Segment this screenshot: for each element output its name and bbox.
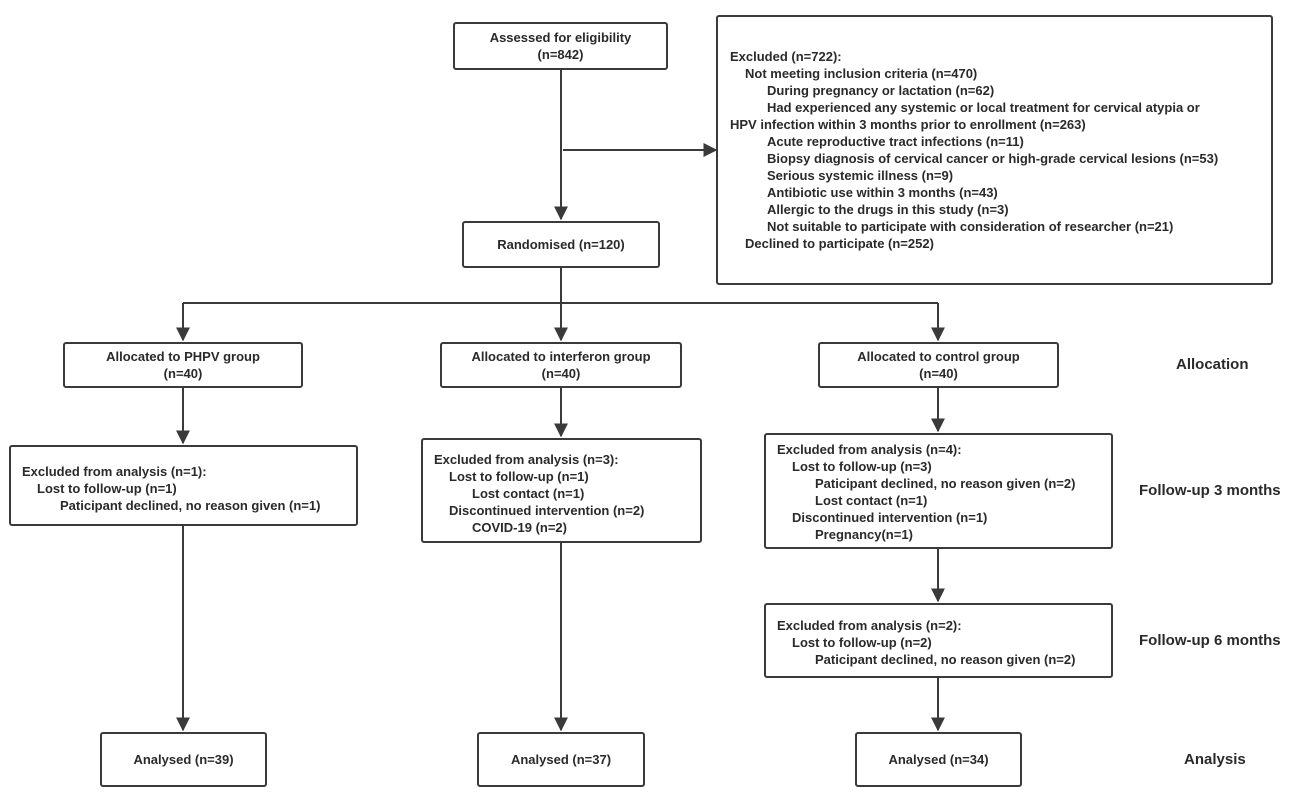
assessed-title: Assessed for eligibility: [489, 30, 632, 45]
excluded-antibiotic: Antibiotic use within 3 months (n=43): [767, 185, 998, 200]
followup3-interferon-covid: COVID-19 (n=2): [472, 520, 567, 535]
excluded-systemic-illness: Serious systemic illness (n=9): [767, 168, 954, 183]
followup3-control-box: Excluded from analysis (n=4): Lost to fo…: [764, 433, 1113, 549]
excluded-total: Excluded (n=722):: [730, 49, 842, 64]
randomised-box: Randomised (n=120): [462, 221, 660, 268]
analysed-control-box: Analysed (n=34): [855, 732, 1022, 787]
analysed-phpv-label: Analysed (n=39): [133, 752, 234, 767]
excluded-biopsy: Biopsy diagnosis of cervical cancer or h…: [767, 151, 1219, 166]
stage-label-allocation: Allocation: [1176, 356, 1249, 373]
excluded-declined: Declined to participate (n=252): [745, 236, 934, 251]
followup3-phpv-box: Excluded from analysis (n=1): Lost to fo…: [9, 445, 358, 526]
followup3-phpv-declined: Paticipant declined, no reason given (n=…: [60, 498, 321, 513]
followup6-control-excluded: Excluded from analysis (n=2):: [777, 618, 962, 633]
stage-label-followup-3-months: Follow-up 3 months: [1139, 482, 1281, 499]
excluded-prior-treatment-line2: HPV infection within 3 months prior to e…: [730, 117, 1086, 132]
analysed-control-label: Analysed (n=34): [888, 752, 989, 767]
followup3-control-discontinued: Discontinued intervention (n=1): [792, 510, 988, 525]
followup3-phpv-excluded: Excluded from analysis (n=1):: [22, 464, 207, 479]
excluded-pregnancy: During pregnancy or lactation (n=62): [767, 83, 995, 98]
allocation-interferon-box: Allocated to interferon group (n=40): [440, 342, 682, 388]
followup3-interferon-lost-contact: Lost contact (n=1): [472, 486, 585, 501]
followup6-control-lost: Lost to follow-up (n=2): [792, 635, 932, 650]
followup3-interferon-box: Excluded from analysis (n=3): Lost to fo…: [421, 438, 702, 543]
analysed-phpv-box: Analysed (n=39): [100, 732, 267, 787]
excluded-box: Excluded (n=722): Not meeting inclusion …: [716, 15, 1273, 285]
assessed-box: Assessed for eligibility (n=842): [453, 22, 668, 70]
excluded-not-meeting-criteria: Not meeting inclusion criteria (n=470): [745, 66, 978, 81]
followup3-control-excluded: Excluded from analysis (n=4):: [777, 442, 962, 457]
followup3-interferon-lost: Lost to follow-up (n=1): [449, 469, 589, 484]
randomised-title: Randomised (n=120): [497, 237, 625, 252]
stage-label-analysis: Analysis: [1184, 751, 1246, 768]
followup3-control-lost-contact: Lost contact (n=1): [815, 493, 928, 508]
followup3-control-lost: Lost to follow-up (n=3): [792, 459, 932, 474]
allocation-control-box: Allocated to control group (n=40): [818, 342, 1059, 388]
followup3-control-declined: Paticipant declined, no reason given (n=…: [815, 476, 1076, 491]
followup3-control-pregnancy: Pregnancy(n=1): [815, 527, 913, 542]
followup6-control-box: Excluded from analysis (n=2): Lost to fo…: [764, 603, 1113, 678]
followup3-interferon-discontinued: Discontinued intervention (n=2): [449, 503, 645, 518]
excluded-allergic: Allergic to the drugs in this study (n=3…: [767, 202, 1009, 217]
assessed-count: (n=842): [537, 47, 584, 62]
allocation-control-count: (n=40): [919, 366, 958, 381]
allocation-interferon-title: Allocated to interferon group: [471, 349, 651, 364]
followup6-control-declined: Paticipant declined, no reason given (n=…: [815, 652, 1076, 667]
allocation-phpv-box: Allocated to PHPV group (n=40): [63, 342, 303, 388]
followup3-interferon-excluded: Excluded from analysis (n=3):: [434, 452, 619, 467]
excluded-prior-treatment-line1: Had experienced any systemic or local tr…: [767, 100, 1200, 115]
excluded-not-suitable: Not suitable to participate with conside…: [767, 219, 1174, 234]
analysed-interferon-label: Analysed (n=37): [510, 752, 612, 767]
analysed-interferon-box: Analysed (n=37): [477, 732, 645, 787]
excluded-infections: Acute reproductive tract infections (n=1…: [767, 134, 1024, 149]
allocation-phpv-count: (n=40): [163, 366, 203, 381]
followup3-phpv-lost: Lost to follow-up (n=1): [37, 481, 177, 496]
stage-label-followup-6-months: Follow-up 6 months: [1139, 632, 1281, 649]
allocation-control-title: Allocated to control group: [857, 349, 1020, 364]
allocation-interferon-count: (n=40): [541, 366, 581, 381]
allocation-phpv-title: Allocated to PHPV group: [106, 349, 260, 364]
